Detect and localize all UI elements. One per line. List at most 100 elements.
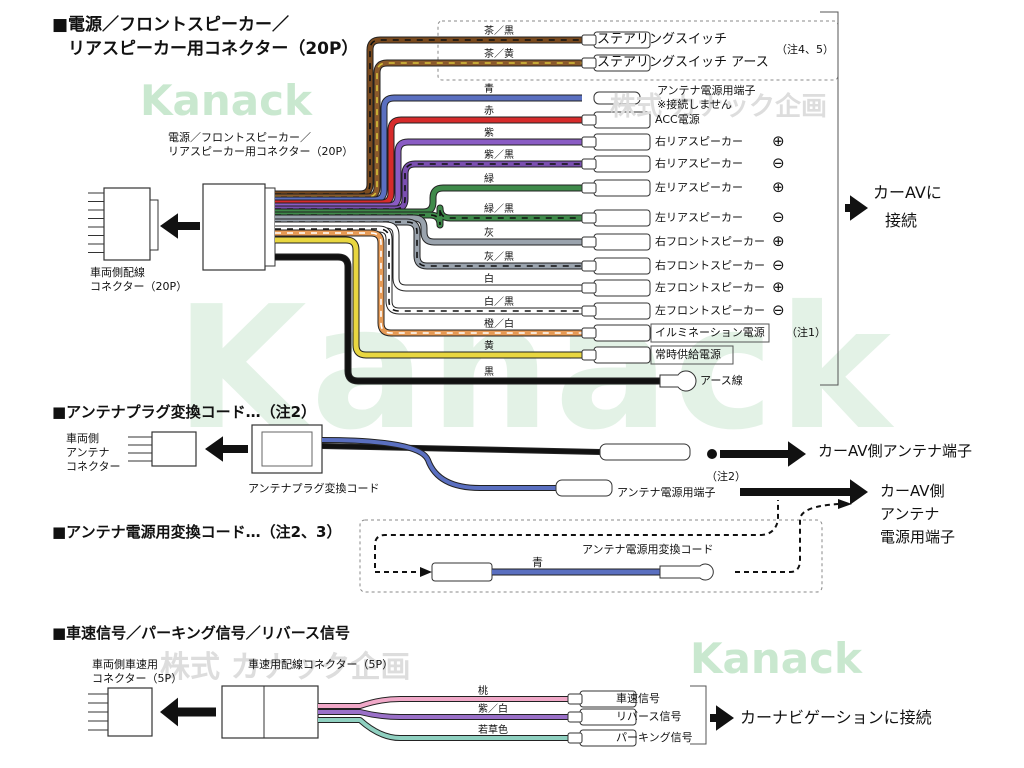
signal-terminal-3-sleeve	[567, 732, 583, 744]
note2-label: （注2）	[706, 470, 746, 483]
arrow-to-av-antenna	[720, 441, 806, 467]
polarity-sign-10: ⊖	[772, 256, 785, 274]
vehicle-antenna-label-3: コネクター	[66, 460, 121, 473]
power-cord-lug	[659, 563, 714, 581]
wire-5	[275, 139, 582, 209]
antenna-plug-cord-label: アンテナプラグ変換コード	[248, 482, 380, 495]
antenna-power-plug	[593, 91, 641, 105]
signal-color-label-3: 若草色	[478, 725, 508, 736]
harness-connector-flange	[264, 187, 276, 267]
wire-color-label-10: 灰／黒	[484, 252, 514, 263]
antenna-plug-tip	[599, 443, 691, 461]
wire-10-stripe	[275, 221, 582, 267]
wire-terminal-8	[593, 209, 651, 227]
wire-13	[275, 230, 582, 336]
wire-dest-label-14: 常時供給電源	[655, 348, 721, 361]
speed-harness-connector	[221, 685, 319, 739]
wire-terminal-4-sleeve	[581, 114, 597, 126]
wire-dest-label-4: ACC電源	[655, 113, 700, 126]
section3-title: ■アンテナ電源用変換コード…（注2、3）	[52, 523, 342, 541]
antenna-coax-cable	[321, 444, 601, 454]
output-bracket	[820, 11, 839, 386]
polarity-sign-8: ⊖	[772, 208, 785, 226]
wire-dest-label-6: 右リアスピーカー	[655, 157, 743, 170]
wire-terminal-13	[593, 324, 651, 342]
wire-2	[275, 60, 582, 200]
polarity-sign-5: ⊕	[772, 132, 785, 150]
wire-dest-label-9: 右フロントスピーカー	[655, 235, 765, 248]
signal-wire-3	[318, 718, 570, 740]
wire-color-label-5: 紫	[484, 128, 494, 139]
wire-3	[275, 95, 582, 203]
wire-color-label-2: 茶／黄	[484, 49, 514, 60]
vehicle-antenna-label-1: 車両側	[66, 432, 99, 445]
wire-7	[275, 185, 582, 215]
dashed-arrow-head-2	[838, 499, 852, 509]
wire-color-label-12: 白／黒	[484, 297, 514, 308]
wire-dest-label-12: 左フロントスピーカー	[655, 304, 765, 317]
harness-connector-label-2: リアスピーカー用コネクター（20P）	[168, 145, 354, 158]
dest-box-13	[650, 323, 770, 343]
wire-9	[275, 215, 582, 245]
antenna-power-blue-wire	[321, 438, 560, 490]
watermark-brand-2: Kanack	[690, 634, 862, 683]
wire-4	[275, 117, 582, 206]
antenna-power-terminal-label: アンテナ電源用端子	[617, 486, 716, 499]
wire-13-stripe	[275, 232, 582, 334]
wire-dest-label-3: アンテナ電源用端子	[657, 84, 756, 97]
signal-wire-2	[318, 710, 570, 719]
output-av-power-2: アンテナ	[880, 505, 940, 523]
antenna-power-cord-color: 青	[532, 556, 543, 569]
wire-terminal-13-sleeve	[581, 327, 597, 339]
output-car-av-2: 接続	[885, 211, 918, 230]
wire-terminal-11-sleeve	[581, 282, 597, 294]
arrow-to-vehicle-speed	[160, 697, 216, 727]
wire-terminal-5	[593, 133, 651, 151]
wire-terminal-12-sleeve	[581, 305, 597, 317]
wire-color-label-14: 黄	[484, 341, 494, 352]
nav-bracket	[690, 685, 707, 745]
polarity-sign-7: ⊕	[772, 178, 785, 196]
wire-dest-label-10: 右フロントスピーカー	[655, 259, 765, 272]
dashed-arrow-head-1	[420, 567, 432, 577]
vehicle-antenna-connector	[151, 431, 197, 467]
signal-color-label-1: 桃	[478, 686, 488, 697]
wire-terminal-8-sleeve	[581, 212, 597, 224]
dashed-route-2	[735, 503, 841, 573]
antenna-plug-pin	[707, 449, 717, 459]
wire-dest-label-13: イルミネーション電源	[655, 326, 765, 339]
wire-terminal-5-sleeve	[581, 136, 597, 148]
wire-terminal-14-sleeve	[581, 349, 597, 361]
vehicle-antenna-label-2: アンテナ	[66, 446, 110, 459]
harness-connector-label-1: 電源／フロントスピーカー／	[168, 131, 311, 144]
arrow-to-vehicle-antenna	[205, 436, 248, 462]
output-av-power-3: 電源用端子	[880, 528, 956, 546]
watermark-company-2: 株式 カナック企画	[160, 650, 411, 685]
wire-color-label-11: 白	[484, 274, 494, 285]
wire-terminal-2-sleeve	[581, 57, 597, 69]
wire-dest-label-8: 左リアスピーカー	[655, 211, 743, 224]
signal-terminal-2-sleeve	[567, 711, 583, 723]
signal-dest-label-2: リバース信号	[616, 710, 682, 723]
wire-terminal-10-sleeve	[581, 260, 597, 272]
wire-terminal-7	[593, 179, 651, 197]
harness-connector-body	[202, 183, 266, 271]
antenna-plug-connector	[251, 424, 323, 474]
wire-11	[275, 222, 582, 291]
steering-switch-note-box	[437, 20, 839, 81]
wire-color-label-7: 緑	[484, 174, 494, 185]
wire-14	[275, 237, 582, 358]
wire-terminal-1-sleeve	[581, 34, 597, 46]
antenna-power-note-box	[359, 519, 823, 593]
wire-terminal-12	[593, 302, 651, 320]
wire-note-13: （注1）	[786, 326, 826, 339]
wire-color-label-1: 茶／黒	[484, 26, 514, 37]
output-car-av-1: カーAVに	[873, 183, 942, 202]
wire-dest-label-5: 右リアスピーカー	[655, 135, 743, 148]
wire-color-label-4: 赤	[484, 106, 494, 117]
vehicle-connector-body	[103, 187, 151, 261]
arrow-to-vehicle-connector	[160, 213, 200, 239]
wire-color-label-6: 紫／黒	[484, 150, 514, 161]
